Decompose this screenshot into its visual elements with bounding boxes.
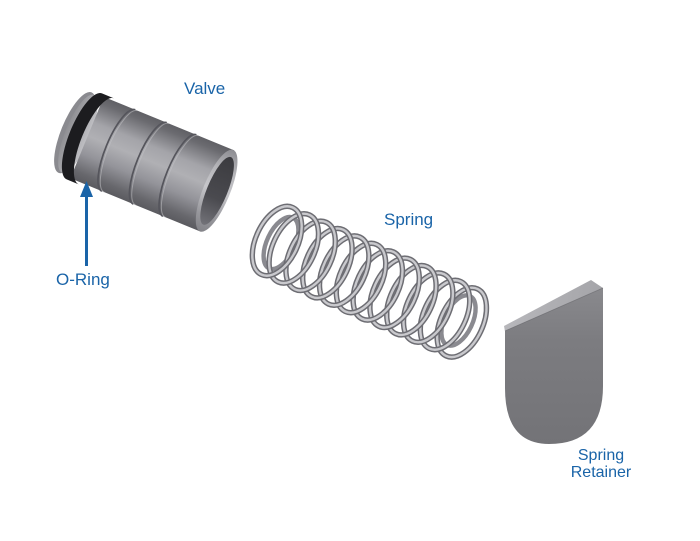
valve-groove-highlight bbox=[160, 134, 199, 218]
spring-coil-highlight bbox=[419, 279, 471, 351]
valve-body bbox=[70, 96, 235, 232]
spring-coil-highlight bbox=[351, 249, 404, 322]
valve-groove-highlight bbox=[99, 109, 138, 193]
spring-coil-highlight bbox=[318, 234, 371, 307]
valve-illustration bbox=[54, 92, 238, 232]
spring-coil-highlight bbox=[284, 219, 337, 292]
spring-retainer-label: Spring Retainer bbox=[570, 447, 632, 481]
spring-coil-highlight bbox=[267, 212, 320, 285]
spring-illustration bbox=[249, 203, 490, 360]
retainer-face bbox=[505, 288, 603, 444]
arrow-head bbox=[80, 181, 93, 197]
valve-bore bbox=[200, 156, 234, 225]
spring-coil-highlight bbox=[251, 205, 303, 277]
valve-groove bbox=[97, 108, 136, 192]
valve-groove bbox=[128, 121, 168, 205]
spring-label: Spring bbox=[384, 210, 434, 229]
o-ring-label: O-Ring bbox=[56, 270, 110, 289]
retainer-edge-line bbox=[504, 287, 604, 332]
spring-coil-highlight bbox=[301, 227, 354, 300]
retainer-top-bevel bbox=[504, 280, 603, 332]
valve-groove bbox=[158, 133, 197, 217]
spring-coil-highlight bbox=[402, 271, 455, 344]
spring-coil-highlight bbox=[335, 242, 387, 314]
o-ring-arrow bbox=[80, 181, 93, 266]
spring-coil-highlight bbox=[368, 256, 421, 329]
spring-coils bbox=[249, 203, 490, 360]
spring-coil-highlight bbox=[435, 286, 488, 359]
o-ring-band bbox=[61, 93, 114, 185]
valve-groove-highlight bbox=[131, 122, 170, 206]
valve-label: Valve bbox=[184, 79, 226, 98]
spring-coil-highlight bbox=[385, 264, 438, 337]
spring-retainer-illustration bbox=[504, 280, 604, 444]
